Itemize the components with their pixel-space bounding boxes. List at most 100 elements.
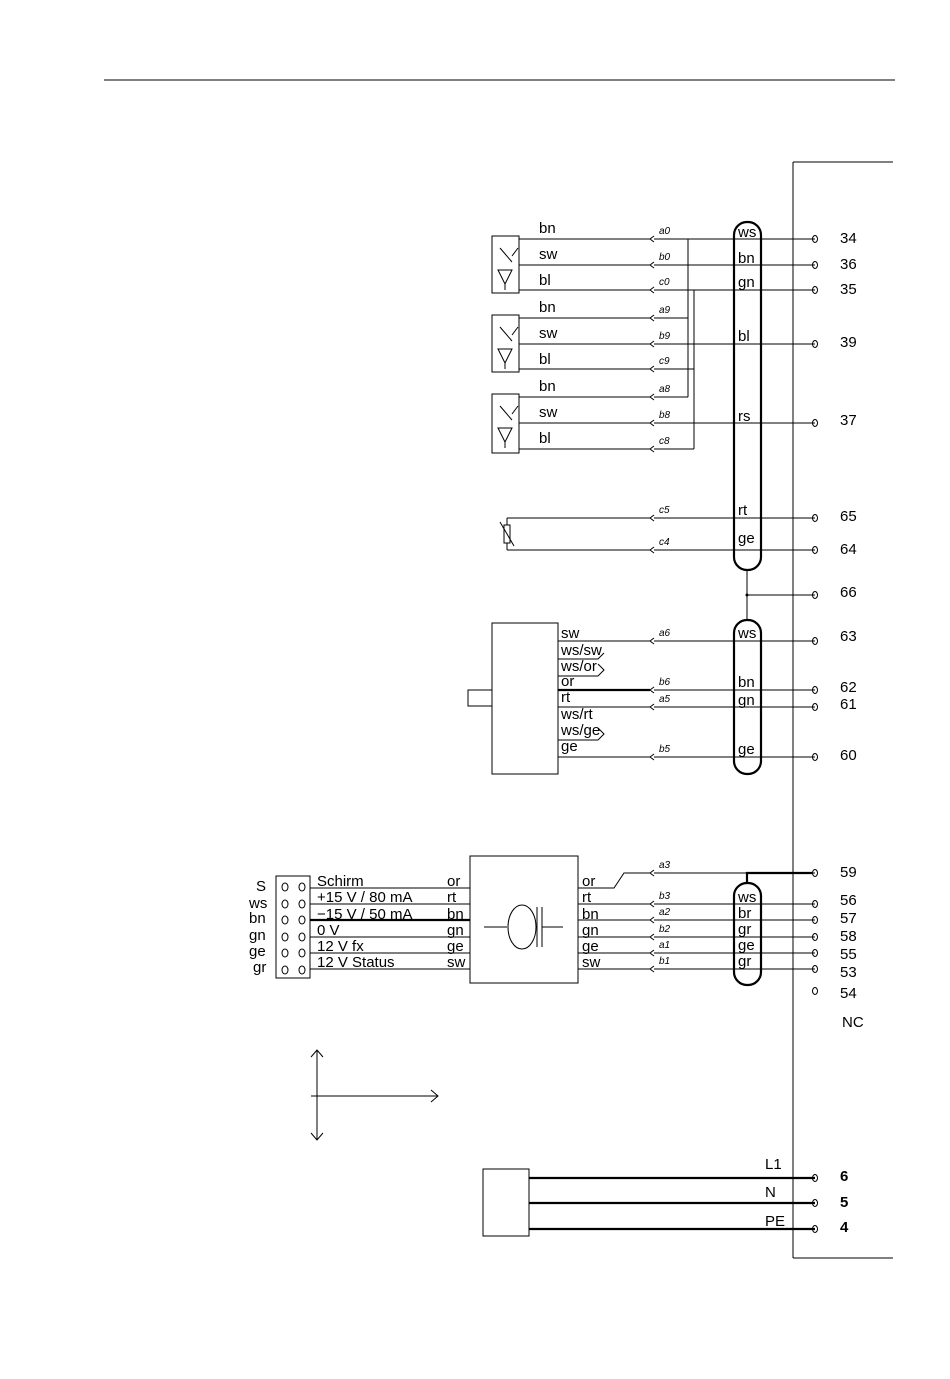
- enc-left-sw: sw: [447, 954, 466, 971]
- terminal-34: 34: [840, 230, 857, 247]
- pin-b0: b0: [659, 252, 671, 263]
- power-L1: L1: [765, 1156, 782, 1173]
- cable3-gr2: gr: [738, 953, 751, 970]
- cable1-bn: bn: [738, 250, 755, 267]
- sensor-group-3: bn sw bl: [491, 378, 650, 454]
- pin-a3: a3: [659, 860, 671, 871]
- motor-wire-or: or: [561, 673, 574, 690]
- terminal-39: 39: [840, 334, 857, 351]
- motor-wire-rt: rt: [561, 689, 571, 706]
- pin-a6: a6: [659, 628, 671, 639]
- motor-wire-ws-or: ws/or: [560, 658, 597, 675]
- sensor1-wire-bl: bl: [539, 272, 551, 289]
- terminal-61: 61: [840, 696, 857, 713]
- terminal-35: 35: [840, 281, 857, 298]
- power-PE: PE: [765, 1213, 785, 1230]
- sensor-group-2: bn sw bl: [491, 299, 650, 373]
- sig-0v: 0 V: [317, 922, 340, 939]
- enc-left-or: or: [447, 873, 460, 890]
- pin-b5: b5: [659, 744, 671, 755]
- enc-right-or: or: [582, 873, 595, 890]
- pin-a2: a2: [659, 907, 671, 918]
- terminal-58: 58: [840, 928, 857, 945]
- sensor-pins: a0 b0 c0 a9 b9 c9 a8 b8 c8: [649, 226, 671, 453]
- enc-right-ge: ge: [582, 938, 599, 955]
- pin-b8: b8: [659, 410, 671, 421]
- terminal-63: 63: [840, 628, 857, 645]
- pin-b3: b3: [659, 891, 671, 902]
- sensor3-wire-sw: sw: [539, 404, 558, 421]
- sensor3-wire-bn: bn: [539, 378, 556, 395]
- motor: sw ws/sw ws/or or rt ws/rt ws/ge ge a6 b…: [467, 622, 815, 775]
- cable1-bl: bl: [738, 328, 750, 345]
- sensor1-wire-sw: sw: [539, 246, 558, 263]
- cable3-ge: ge: [738, 937, 755, 954]
- enc-conn-gn: gn: [249, 927, 266, 944]
- pin-b2: b2: [659, 924, 671, 935]
- pin-b1: b1: [659, 956, 670, 967]
- cable1-ws: ws: [737, 224, 756, 241]
- terminal-55: 55: [840, 946, 857, 963]
- sig-minus15: −15 V / 50 mA: [317, 906, 412, 923]
- pin-a5: a5: [659, 694, 671, 705]
- thermistor: c5 c4: [499, 505, 815, 554]
- pin-c4: c4: [659, 537, 670, 548]
- power-N: N: [765, 1184, 776, 1201]
- motor-wire-sw: sw: [561, 625, 580, 642]
- cable2-ws: ws: [737, 625, 756, 642]
- enc-right-sw: sw: [582, 954, 601, 971]
- pin-c0: c0: [659, 277, 670, 288]
- sig-schirm: Schirm: [317, 873, 364, 890]
- pin-c8: c8: [659, 436, 670, 447]
- terminal-block: [792, 161, 893, 1259]
- encoder-output: or rt bn gn ge sw a3 b3 a2 b2 a1 b1: [578, 860, 815, 973]
- sig-12vfx: 12 V fx: [317, 938, 364, 955]
- cable2-ge: ge: [738, 741, 755, 758]
- encoder-signals: Schirm +15 V / 80 mA −15 V / 50 mA 0 V 1…: [310, 873, 470, 971]
- encoder-connector: S ws bn gn ge gr: [248, 875, 311, 979]
- cable1-ge: ge: [738, 530, 755, 547]
- terminal-6: 6: [840, 1168, 848, 1185]
- terminal-nc: NC: [842, 1014, 864, 1031]
- terminal-54: 54: [840, 985, 857, 1002]
- enc-left-rt: rt: [447, 889, 457, 906]
- enc-conn-bn: bn: [249, 910, 266, 927]
- cable2-gn: gn: [738, 692, 755, 709]
- pin-b9: b9: [659, 331, 671, 342]
- sensor3-wire-bl: bl: [539, 430, 551, 447]
- cable3-br: br: [738, 905, 751, 922]
- motor-wire-ws-sw: ws/sw: [560, 642, 602, 659]
- sensor2-wire-bl: bl: [539, 351, 551, 368]
- sig-plus15: +15 V / 80 mA: [317, 889, 412, 906]
- sensor1-wire-bn: bn: [539, 220, 556, 237]
- cable-3: ws br gr ge gr: [732, 871, 812, 987]
- enc-conn-S: S: [256, 878, 266, 895]
- cable-2: ws bn gn ge: [732, 618, 763, 776]
- enc-right-bn: bn: [582, 906, 599, 923]
- enc-conn-gr: gr: [253, 959, 266, 976]
- enc-conn-ws: ws: [248, 895, 267, 912]
- terminal-59: 59: [840, 864, 857, 881]
- terminal-60: 60: [840, 747, 857, 764]
- enc-left-ge: ge: [447, 938, 464, 955]
- terminal-56: 56: [840, 892, 857, 909]
- sensor2-wire-sw: sw: [539, 325, 558, 342]
- pin-a1: a1: [659, 940, 670, 951]
- terminal-36: 36: [840, 256, 857, 273]
- power-supply: L1 N PE: [482, 1156, 815, 1237]
- pin-a9: a9: [659, 305, 671, 316]
- terminal-57: 57: [840, 910, 857, 927]
- pin-c5: c5: [659, 505, 670, 516]
- terminal-53: 53: [840, 964, 857, 981]
- terminal-37: 37: [840, 412, 857, 429]
- encoder-box: [469, 855, 579, 984]
- enc-right-rt: rt: [582, 889, 592, 906]
- terminal-65: 65: [840, 508, 857, 525]
- pin-a8: a8: [659, 384, 671, 395]
- cable1-rs: rs: [738, 408, 751, 425]
- terminal-66: 66: [840, 584, 857, 601]
- enc-left-gn: gn: [447, 922, 464, 939]
- sensor2-wire-bn: bn: [539, 299, 556, 316]
- shield-link: [745, 570, 815, 620]
